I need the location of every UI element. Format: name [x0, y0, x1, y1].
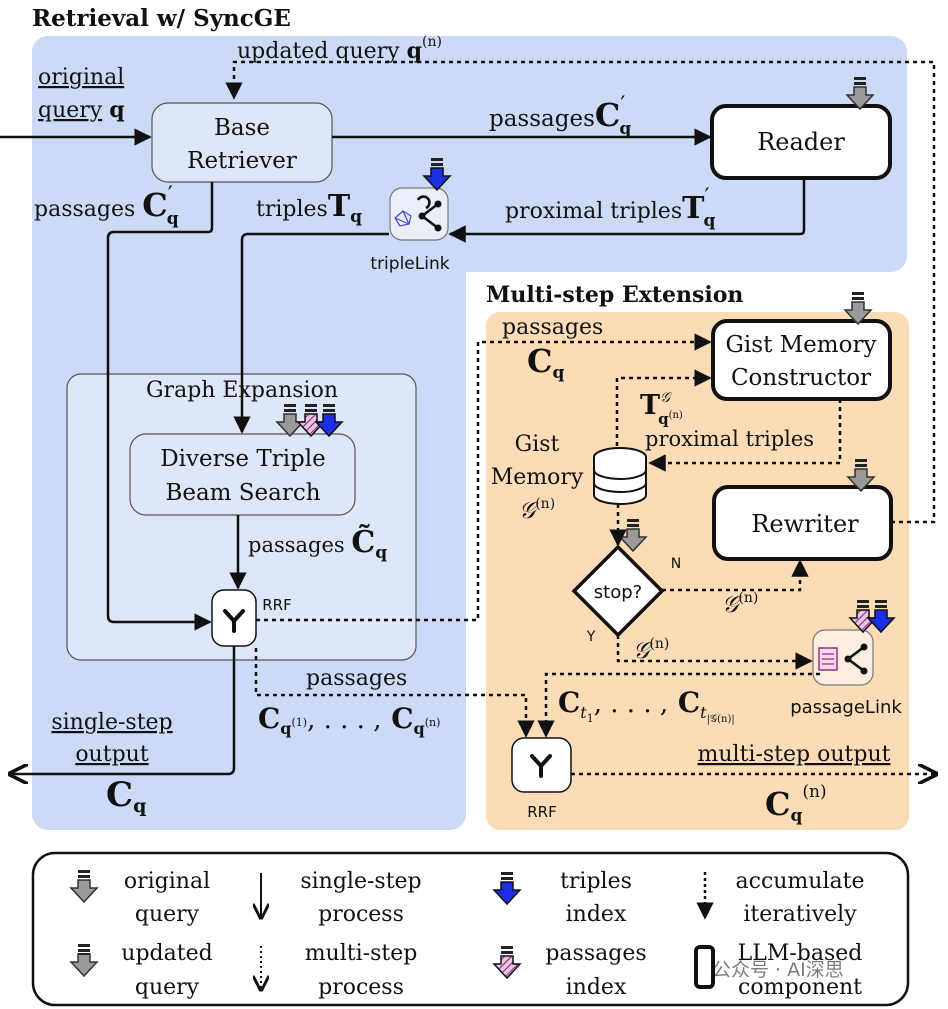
- single-step-label-1: single-step: [51, 710, 172, 735]
- multistep-title: Multi-step Extension: [486, 282, 743, 308]
- triple-graph-icon: [394, 210, 412, 227]
- arrow-stop-to-rewriter: [662, 559, 809, 592]
- stop-n-label: N: [671, 556, 681, 572]
- dtbs-node: Diverse Triple Beam Search: [129, 433, 356, 516]
- passagelink-node: passageLink: [790, 629, 902, 718]
- gist-memory-label-2: Memory: [491, 465, 584, 490]
- legend-original-2: query: [135, 902, 200, 927]
- passages-dtbs-label: passages C̃q: [248, 525, 387, 563]
- retrieval-title: Retrieval w/ SyncGE: [32, 5, 291, 32]
- passagelink-label: passageLink: [790, 697, 902, 718]
- multistep-panel: [486, 312, 909, 830]
- legend-updated-2: query: [135, 975, 200, 1000]
- stop-y-label: Y: [586, 629, 596, 645]
- proximal-triples-label: proximal triplesT′q: [505, 185, 715, 231]
- legend-llm-1: LLM-based: [738, 941, 863, 966]
- arrow-rrf-to-single-output: [10, 646, 236, 774]
- reader-node: Reader: [710, 104, 892, 180]
- single-step-label-2: output: [75, 742, 149, 767]
- legend-single-1: single-step: [300, 869, 421, 894]
- updated-query-label: updated query q(n): [237, 34, 442, 64]
- legend-triples-2: index: [566, 902, 627, 927]
- legend: original query single-step process tripl…: [31, 851, 910, 1007]
- base-retriever-node: Base Retriever: [151, 102, 333, 183]
- cq-sequence-label: Cq(1), . . . , Cq(n): [258, 702, 440, 738]
- arrow-passagelink-to-rrf: [537, 672, 820, 738]
- reader-label: Reader: [757, 128, 845, 156]
- gist-memory-label-1: Gist: [515, 432, 560, 457]
- dtbs-label-1: Diverse Triple: [160, 446, 326, 472]
- rrf-right-node: RRF: [511, 737, 572, 821]
- legend-original-1: original: [124, 869, 210, 894]
- passages-bottom-label: passages: [306, 666, 407, 691]
- passages-left-label: passages C′q: [34, 183, 179, 229]
- triplelink-label: tripleLink: [370, 254, 449, 274]
- arrow-reader-to-triplelink: [448, 178, 806, 243]
- rrf-left-node: RRF: [211, 589, 292, 647]
- legend-passages-1: passages: [545, 941, 646, 966]
- gist-memory-db: Gist Memory 𝒢(n): [491, 432, 647, 524]
- legend-accumulate-1: accumulate: [736, 869, 865, 894]
- multi-step-output-label: multi-step output: [698, 742, 891, 767]
- legend-single-2: process: [318, 902, 404, 927]
- rewriter-node: Rewriter: [712, 485, 893, 561]
- proximal-triples-multi-label: proximal triples: [645, 427, 814, 451]
- arrow-left-rrf-to-right-rrf: [254, 648, 535, 738]
- legend-llm-2: component: [738, 975, 862, 1000]
- gist-constructor-node: Gist Memory Constructor: [711, 319, 892, 401]
- arrow-db-to-gist: [615, 369, 712, 446]
- legend-multi-1: multi-step: [305, 941, 418, 966]
- rrf-left-label: RRF: [262, 596, 291, 614]
- rrf-right-label: RRF: [527, 803, 556, 821]
- original-query-label-2: query q: [38, 97, 125, 123]
- gist-constructor-label-1: Gist Memory: [726, 332, 877, 358]
- triples-label: triplesTq: [256, 189, 362, 227]
- legend-triples-1: triples: [560, 869, 632, 894]
- dtbs-label-2: Beam Search: [165, 480, 320, 506]
- triplelink-node: tripleLink: [370, 187, 450, 274]
- base-retriever-label-2: Retriever: [187, 148, 297, 174]
- arrow-stop-to-passagelink: [616, 635, 813, 670]
- passages-cq-prime-label: passagesC′q: [489, 93, 631, 139]
- legend-multi-2: process: [318, 975, 404, 1000]
- gist-constructor-label-2: Constructor: [731, 365, 871, 391]
- passages-multi-label: passages: [502, 315, 603, 340]
- legend-passages-2: index: [566, 975, 627, 1000]
- base-retriever-label-1: Base: [214, 115, 270, 141]
- stop-label: stop?: [594, 582, 642, 603]
- legend-updated-1: updated: [121, 941, 212, 966]
- original-query-label-1: original: [38, 65, 124, 90]
- updated-query-icon: [70, 943, 98, 977]
- arrow-rrf-to-gist: [256, 333, 712, 622]
- llm-component-icon: [694, 945, 715, 989]
- legend-accumulate-2: iteratively: [743, 902, 857, 927]
- rewriter-label: Rewriter: [751, 510, 859, 538]
- arrow-gist-proximal-to-db: [648, 399, 842, 472]
- arrow-base-passages-to-rrf: [106, 182, 214, 631]
- watermark: 公众号 · AI深思: [712, 959, 844, 981]
- arrow-triplelink-to-dtbs: [233, 232, 389, 434]
